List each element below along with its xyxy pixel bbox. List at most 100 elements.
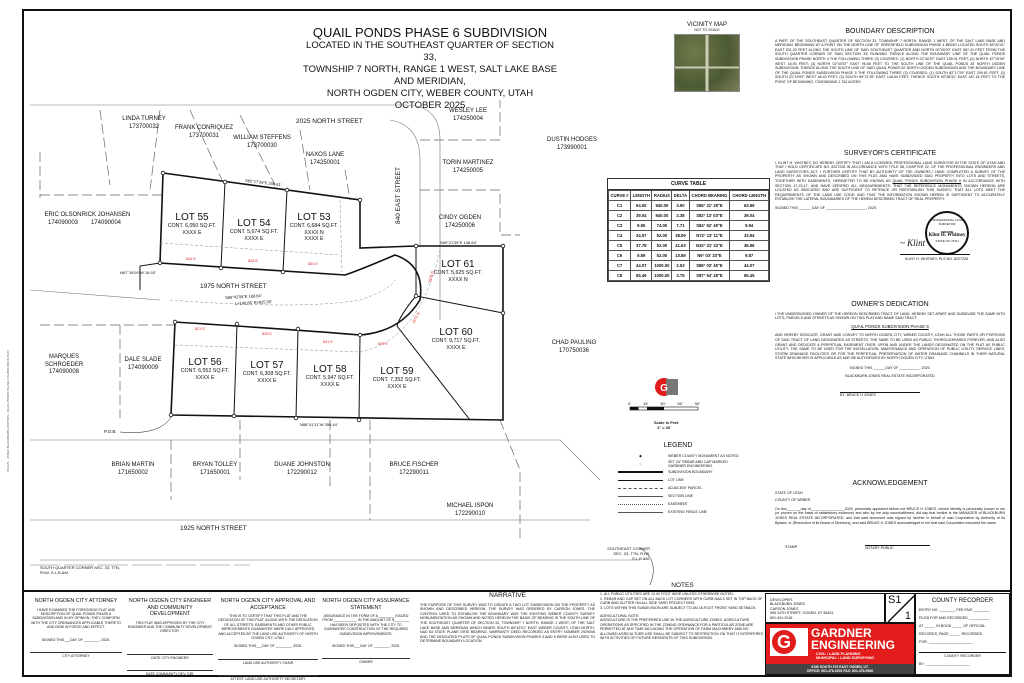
title-line: LOCATED IN THE SOUTHEAST QUARTER OF SECT… bbox=[306, 40, 554, 63]
curve-table-cell: 74.00 bbox=[651, 220, 673, 231]
curve-table-cell: 52.00 bbox=[651, 240, 673, 251]
curve-table-header: CHORD BEARING bbox=[688, 190, 731, 201]
sheet-border bbox=[22, 9, 1012, 677]
curve-table-cell: S89° 03' 45"E bbox=[688, 260, 731, 271]
svg-text:G: G bbox=[660, 383, 668, 394]
legend: LEGEND ◆WEBER COUNTY MONUMENT AS NOTED ○… bbox=[618, 442, 768, 516]
bearing-label: S89°21'35"E 148.64' bbox=[440, 240, 477, 245]
curve-table-cell: 940.00 bbox=[651, 200, 673, 211]
house-number: 839 E bbox=[378, 342, 388, 346]
house-number: 826 E bbox=[186, 257, 196, 261]
owners-dedication: OWNER'S DEDICATION I THE UNDERSIGNED OWN… bbox=[775, 301, 1005, 398]
curve-table-cell: 63.99 bbox=[729, 200, 769, 211]
curve-table-cell: 9.94 bbox=[729, 220, 769, 231]
curve-table-cell: 3.90 bbox=[671, 200, 690, 211]
curve-table-header: RADIUS bbox=[651, 190, 673, 201]
curve-table-cell: C2 bbox=[607, 210, 632, 221]
legend-item: EASEMENT bbox=[618, 500, 768, 508]
legend-item: ◆WEBER COUNTY MONUMENT AS NOTED bbox=[618, 452, 768, 460]
vicinity-subtitle: NOT TO SCALE bbox=[694, 28, 720, 32]
curve-table-cell: 39.04 bbox=[630, 210, 653, 221]
curve-table-cell: 39.04 bbox=[729, 210, 769, 221]
curve-table-cell: 44.07 bbox=[630, 260, 653, 271]
curve-table-cell: C4 bbox=[607, 230, 632, 241]
curve-table-cell: 44.07 bbox=[729, 260, 769, 271]
title-date: OCTOBER 2025 bbox=[394, 100, 466, 111]
title-line: NORTH OGDEN CITY, WEBER COUNTY, UTAH bbox=[326, 88, 534, 99]
curve-table-cell: 9.95 bbox=[630, 220, 653, 231]
curve-table-cell: S87° 54' 28"E bbox=[688, 270, 731, 281]
curve-table-cell: 2.38 bbox=[671, 210, 690, 221]
boundary-description: BOUNDARY DESCRIPTION A PART OF THE SOUTH… bbox=[775, 28, 1005, 84]
curve-table-cell: 38.09 bbox=[671, 230, 690, 241]
house-number: 821 E bbox=[195, 327, 205, 331]
vicinity-title: VICINITY MAP bbox=[687, 22, 727, 28]
city-engineer-block: NORTH OGDEN CITY ENGINEER AND COMMUNITY … bbox=[127, 598, 213, 677]
surveyors-certificate: SURVEYOR'S CERTIFICATE I, KLINT H. WHITN… bbox=[775, 150, 1005, 261]
curve-table-header: CHORD LENGTH bbox=[729, 190, 769, 201]
county-recorder-block: COUNTY RECORDER ENTRY NO. ________ FEE P… bbox=[915, 593, 1010, 675]
curve-table-cell: 65.45 bbox=[729, 270, 769, 281]
vicinity-aerial-image bbox=[674, 34, 740, 92]
house-number: 834 E bbox=[308, 262, 318, 266]
curve-table-cell: 52.00 bbox=[651, 230, 673, 241]
curve-table-cell: 10.89 bbox=[671, 250, 690, 261]
notes: NOTES 1. ALL PUBLIC UTILITIES ARE 10.00 … bbox=[600, 582, 764, 641]
curve-table-cell: C8 bbox=[607, 270, 632, 281]
curve-table-cell: 9.89 bbox=[630, 250, 653, 261]
ge-logo-icon: G bbox=[770, 628, 808, 656]
curve-table-cell: 34.57 bbox=[630, 230, 653, 241]
bearing-label: N67°16'09"W 18.93' bbox=[120, 270, 156, 275]
curve-table-cell: 37.78 bbox=[630, 240, 653, 251]
curve-table-title: CURVE TABLE bbox=[608, 179, 769, 190]
legend-item: SECTION LINE bbox=[618, 492, 768, 500]
legend-item: SUBDIVISION BOUNDARY bbox=[618, 468, 768, 476]
curve-table-cell: S84° 52' 49"E bbox=[688, 220, 731, 231]
curve-table-cell: 7.71 bbox=[671, 220, 690, 231]
legend-item: LOT LINE bbox=[618, 476, 768, 484]
house-number: 831 E bbox=[323, 340, 333, 344]
house-number: 828 E bbox=[248, 259, 258, 263]
curve-table-cell: N32° 21' 22"E bbox=[688, 240, 731, 251]
curve-table-cell: N6° 03' 33"E bbox=[688, 250, 731, 261]
approval-blocks bbox=[24, 590, 1010, 676]
curve-table-header: LENGTH bbox=[630, 190, 653, 201]
city-approval-block: NORTH OGDEN CITY APPROVAL AND ACCEPTANCE… bbox=[218, 598, 318, 682]
curve-table-cell: S82° 13' 03"E bbox=[688, 210, 731, 221]
curve-table-cell: C1 bbox=[607, 200, 632, 211]
street-1975-north: 1975 NORTH STREET bbox=[200, 283, 267, 290]
rebar-cap-icon: ○ bbox=[639, 462, 642, 466]
curve-table-cell: 2.53 bbox=[671, 260, 690, 271]
legend-title: LEGEND bbox=[663, 442, 693, 449]
curve-table-cell: C6 bbox=[607, 250, 632, 261]
curve-table-cell: 36.96 bbox=[729, 240, 769, 251]
point-of-beginning: P.O.B. bbox=[104, 429, 117, 434]
street-1925-north: 1925 NORTH STREET bbox=[180, 525, 247, 532]
scale-ratio: 1" = 30' bbox=[657, 425, 672, 430]
